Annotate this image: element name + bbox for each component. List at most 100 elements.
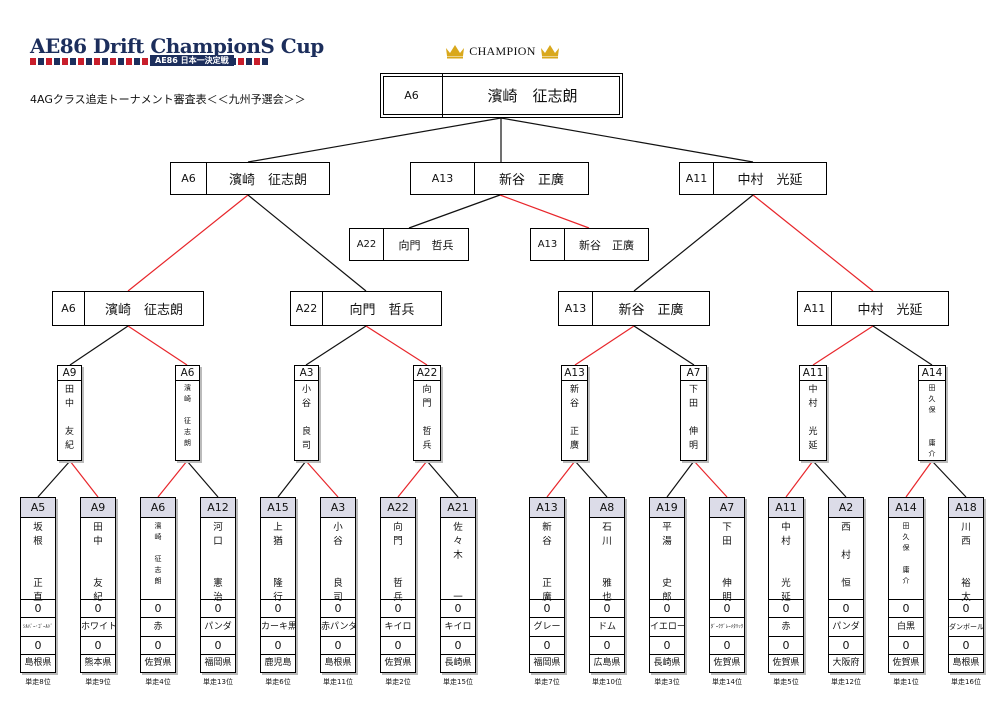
score-1: 0 [201, 600, 235, 618]
prefecture: 大阪府 [832, 658, 860, 668]
score-1: 0 [769, 600, 803, 618]
prefecture: 佐賀県 [384, 658, 412, 668]
entry-code: A13 [530, 498, 564, 518]
score-1: 0 [81, 600, 115, 618]
solo-rank: 単走12位 [831, 678, 861, 686]
entry-name: 上 猶 隆 行 [261, 518, 295, 603]
sheet-title: 4AGクラス追走トーナメント審査表＜＜九州予選会＞＞ [30, 93, 306, 106]
entry-code: A11 [680, 163, 714, 194]
entry-code: A13 [559, 292, 593, 325]
winner-line [499, 194, 590, 229]
entry-code: A22 [350, 229, 384, 260]
entry-code: A6 [381, 74, 443, 117]
prefecture: 長崎県 [653, 658, 681, 668]
score-1: 0 [590, 600, 624, 618]
entry-code: A9 [58, 366, 81, 381]
bracket-line [633, 194, 754, 292]
entry-name: 平 湯 史 郎 [650, 518, 684, 603]
winner-line [752, 194, 874, 292]
car-color: カーキ黒 [261, 618, 295, 637]
prefecture: 福岡県 [533, 658, 561, 668]
entry-name: 向門 哲兵 [398, 238, 454, 252]
score-2: 0 [261, 637, 295, 655]
third-place-box: A13 新谷 正廣 [530, 228, 649, 261]
entry-code: A13 [562, 366, 587, 381]
entry-code: A13 [531, 229, 565, 260]
prefecture: 福岡県 [204, 658, 232, 668]
quarter-final-box: A22 向門 哲兵 [290, 291, 442, 326]
entry-code: A6 [176, 366, 199, 381]
entry-name: 田 中 友 紀 [64, 385, 74, 451]
prefecture: 島根県 [952, 658, 980, 668]
solo-rank: 単走7位 [534, 678, 560, 686]
winner-line [365, 325, 428, 366]
quarter-final-box: A13 新谷 正廣 [558, 291, 710, 326]
winner-line [305, 460, 339, 498]
entry-name: 濱 崎 征 志 朗 [141, 518, 175, 600]
bracket-line [69, 325, 129, 366]
entry-code: A3 [295, 366, 318, 381]
round16-box: A22 向 門 哲 兵 [413, 365, 441, 461]
bracket-line [931, 460, 967, 498]
solo-rank: 単走10位 [592, 678, 622, 686]
entry-code: A8 [590, 498, 624, 518]
score-1: 0 [381, 600, 415, 618]
entry-name: 田 久 保 庸 介 [928, 384, 936, 458]
entry-code: A11 [769, 498, 803, 518]
round16-box: A13 新 谷 正 廣 [561, 365, 588, 461]
logo-subtitle: AE86 日本一決定戦 [150, 55, 234, 66]
crown-icon [540, 45, 559, 59]
entry-name: 中村 光延 [857, 303, 923, 318]
solo-rank: 単走4位 [145, 678, 171, 686]
score-2: 0 [949, 637, 983, 655]
score-2: 0 [21, 637, 55, 655]
score-1: 0 [710, 600, 744, 618]
third-place-box: A22 向門 哲兵 [349, 228, 469, 261]
bracket-line [574, 460, 608, 498]
quarter-final-box: A6 濱崎 征志朗 [52, 291, 204, 326]
solo-rank: 単走2位 [385, 678, 411, 686]
car-color: ﾀﾞｰｸｸﾞﾚｰﾒﾀﾘｯｸ [710, 618, 744, 637]
score-2: 0 [321, 637, 355, 655]
prefecture: 佐賀県 [772, 658, 800, 668]
entry-code: A12 [201, 498, 235, 518]
bracket-line [247, 194, 367, 292]
champion-label: CHAMPION [469, 43, 536, 58]
score-1: 0 [321, 600, 355, 618]
entry-code: A19 [650, 498, 684, 518]
score-2: 0 [889, 637, 923, 655]
score-2: 0 [141, 637, 175, 655]
entry-code: A14 [919, 366, 945, 381]
entry-code: A2 [829, 498, 863, 518]
entry-code: A6 [141, 498, 175, 518]
prefecture: 鹿児島 [264, 658, 292, 668]
entry-code: A22 [291, 292, 323, 325]
entry-name: 濱崎 征志朗 [104, 303, 183, 318]
entry-name: 小 谷 良 司 [301, 385, 311, 451]
round16-box: A11 中 村 光 延 [799, 365, 827, 461]
prefecture: 熊本県 [84, 658, 112, 668]
entry-code: A22 [414, 366, 440, 381]
entry-name: 小 谷 良 司 [321, 518, 355, 603]
entry-name: 中村 光延 [737, 173, 803, 188]
prefecture: 島根県 [324, 658, 352, 668]
entry-code: A22 [381, 498, 415, 518]
solo-rank: 単走11位 [323, 678, 353, 686]
score-2: 0 [530, 637, 564, 655]
entry-code: A13 [411, 163, 475, 194]
entry-name: 川 西 裕 太 [949, 518, 983, 603]
car-color: ホワイト [81, 618, 115, 637]
solo-rank: 単走13位 [203, 678, 233, 686]
